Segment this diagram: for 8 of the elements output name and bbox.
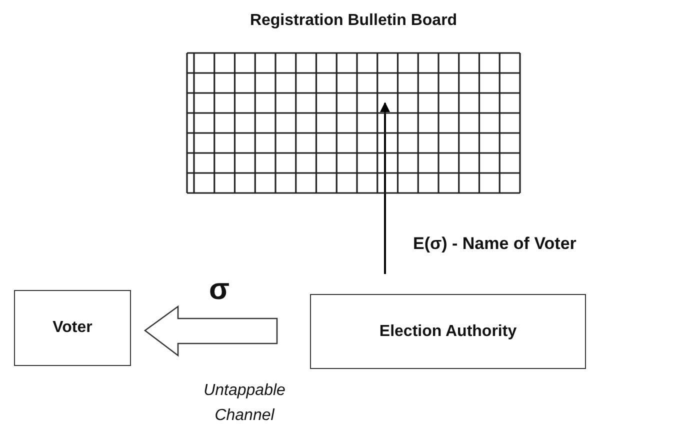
block-arrow [144, 305, 278, 357]
process-box: Voter [14, 290, 131, 366]
arrow [380, 102, 390, 274]
process-box: Election Authority [310, 294, 586, 369]
edge-label: σ [209, 272, 230, 306]
board-title: Registration Bulletin Board [248, 12, 458, 30]
edge-label: E(σ) - Name of Voter [413, 234, 576, 254]
channel-label: Untappable Channel [202, 381, 286, 426]
